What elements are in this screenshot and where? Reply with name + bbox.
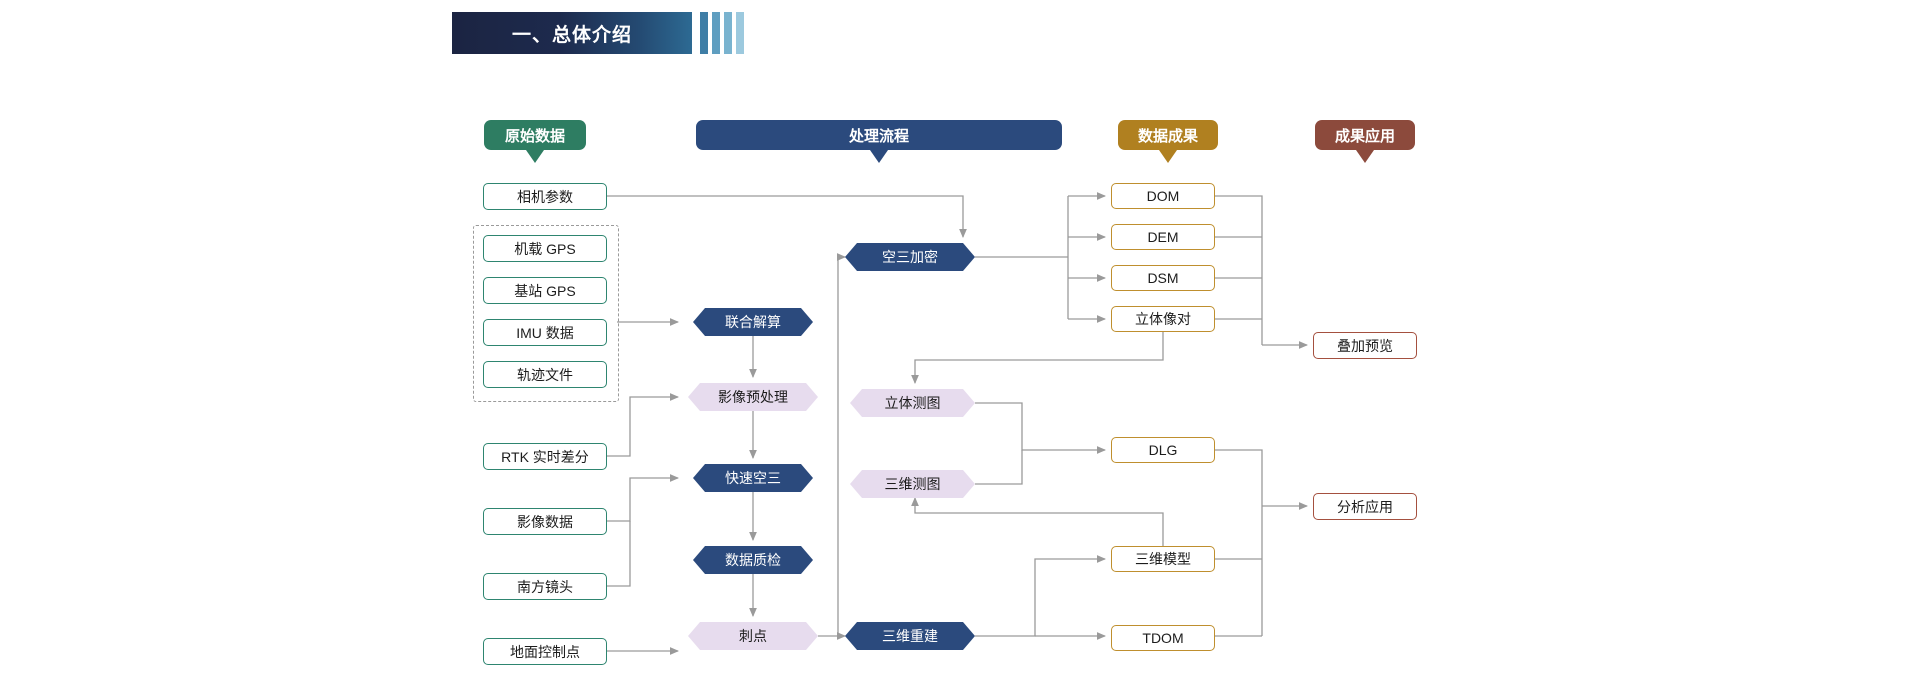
node-image-preprocessing-label: 影像预处理 <box>718 389 788 405</box>
node-3d-model[interactable]: 三维模型 <box>1111 546 1215 572</box>
node-ground-control-points-label: 地面控制点 <box>510 643 580 660</box>
node-fast-aerial-triangulation[interactable]: 快速空三 <box>693 464 813 492</box>
node-base-station-gps-label: 基站 GPS <box>514 282 576 299</box>
node-joint-solution[interactable]: 联合解算 <box>693 308 813 336</box>
node-analysis-application[interactable]: 分析应用 <box>1313 493 1417 520</box>
node-camera-params[interactable]: 相机参数 <box>483 183 607 210</box>
node-aerial-triangulation-label: 空三加密 <box>882 249 938 265</box>
node-overlay-preview[interactable]: 叠加预览 <box>1313 332 1417 359</box>
node-rtk-realtime-diff[interactable]: RTK 实时差分 <box>483 443 607 470</box>
node-dom-label: DOM <box>1146 188 1180 204</box>
node-image-data-label: 影像数据 <box>517 513 573 530</box>
node-fast-aerial-triangulation-label: 快速空三 <box>725 470 781 486</box>
section-title: 一、总体介绍 <box>511 24 632 46</box>
column-header-process: 处理流程 <box>696 120 1062 163</box>
section-banner: 一、总体介绍 <box>452 12 692 54</box>
node-3d-reconstruction-label: 三维重建 <box>882 628 938 644</box>
node-dem[interactable]: DEM <box>1111 224 1215 250</box>
node-airborne-gps-label: 机载 GPS <box>514 240 576 257</box>
banner-stripe-2 <box>712 12 720 54</box>
banner-stripe-1 <box>700 12 708 54</box>
node-3d-model-label: 三维模型 <box>1135 551 1191 567</box>
node-dsm-label: DSM <box>1147 270 1179 286</box>
node-3d-mapping-label: 三维测图 <box>884 476 941 492</box>
node-dlg[interactable]: DLG <box>1111 437 1215 463</box>
gnss-imu-group <box>473 225 619 402</box>
node-track-file-label: 轨迹文件 <box>517 366 573 383</box>
node-analysis-application-label: 分析应用 <box>1337 498 1393 515</box>
node-dem-label: DEM <box>1147 229 1179 245</box>
column-header-raw-pointer <box>526 150 544 163</box>
node-point-pricking-label: 刺点 <box>739 628 767 644</box>
node-stereo-mapping-label: 立体测图 <box>884 395 941 411</box>
node-stereo-pair[interactable]: 立体像对 <box>1111 306 1215 332</box>
node-camera-params-label: 相机参数 <box>517 188 573 205</box>
column-header-raw-label: 原始数据 <box>504 127 565 145</box>
column-header-process-pointer <box>870 150 888 163</box>
node-point-pricking[interactable]: 刺点 <box>688 622 818 650</box>
node-data-quality-check[interactable]: 数据质检 <box>693 546 813 574</box>
banner-stripe-3 <box>724 12 732 54</box>
node-dom[interactable]: DOM <box>1111 183 1215 209</box>
node-stereo-pair-label: 立体像对 <box>1135 311 1191 327</box>
node-overlay-preview-label: 叠加预览 <box>1337 337 1393 354</box>
node-rtk-realtime-diff-label: RTK 实时差分 <box>501 448 589 465</box>
node-image-preprocessing[interactable]: 影像预处理 <box>688 383 818 411</box>
node-imu-data-label: IMU 数据 <box>516 324 574 341</box>
node-aerial-triangulation[interactable]: 空三加密 <box>845 243 975 271</box>
banner-stripe-4 <box>736 12 744 54</box>
node-joint-solution-label: 联合解算 <box>725 314 781 330</box>
node-data-quality-check-label: 数据质检 <box>725 552 781 568</box>
node-3d-mapping[interactable]: 三维测图 <box>850 470 975 498</box>
node-base-station-gps[interactable]: 基站 GPS <box>483 277 607 304</box>
column-header-results-pointer <box>1159 150 1177 163</box>
column-header-apps: 成果应用 <box>1315 120 1415 163</box>
column-header-process-label: 处理流程 <box>848 127 909 145</box>
column-header-results-label: 数据成果 <box>1137 127 1198 145</box>
node-airborne-gps[interactable]: 机载 GPS <box>483 235 607 262</box>
node-track-file[interactable]: 轨迹文件 <box>483 361 607 388</box>
node-imu-data[interactable]: IMU 数据 <box>483 319 607 346</box>
node-dlg-label: DLG <box>1148 442 1178 458</box>
column-header-results: 数据成果 <box>1118 120 1218 163</box>
node-3d-reconstruction[interactable]: 三维重建 <box>845 622 975 650</box>
node-image-data[interactable]: 影像数据 <box>483 508 607 535</box>
node-stereo-mapping[interactable]: 立体测图 <box>850 389 975 417</box>
node-tdom-label: TDOM <box>1142 630 1184 646</box>
column-header-raw: 原始数据 <box>484 120 586 163</box>
node-tdom[interactable]: TDOM <box>1111 625 1215 651</box>
node-southern-lens-label: 南方镜头 <box>517 578 573 595</box>
column-header-apps-pointer <box>1356 150 1374 163</box>
column-header-apps-label: 成果应用 <box>1334 127 1395 145</box>
node-southern-lens[interactable]: 南方镜头 <box>483 573 607 600</box>
node-ground-control-points[interactable]: 地面控制点 <box>483 638 607 665</box>
node-dsm[interactable]: DSM <box>1111 265 1215 291</box>
